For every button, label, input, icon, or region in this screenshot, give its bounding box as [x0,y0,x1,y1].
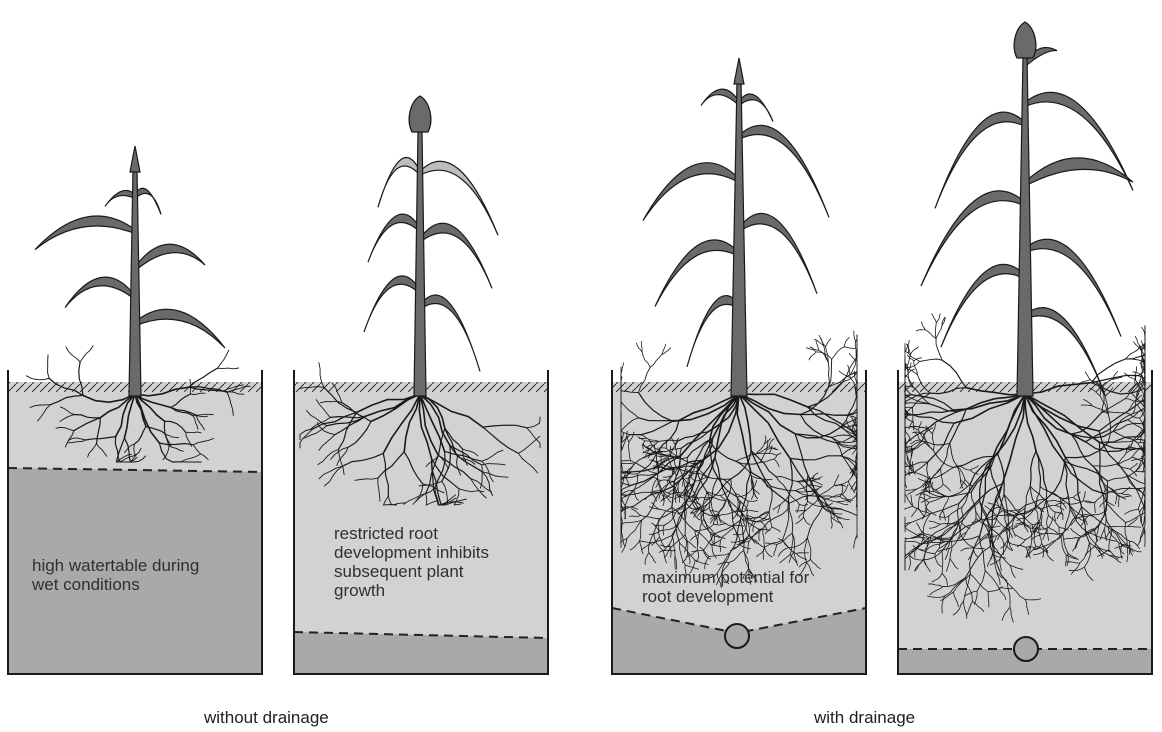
root [1136,367,1137,380]
leaf [65,277,135,307]
root [658,456,666,457]
root [916,330,925,331]
root [810,347,819,350]
grain-head [409,96,431,132]
leaf [420,295,480,371]
root [920,359,943,362]
root [908,345,909,354]
label-line: restricted root [334,524,489,543]
growing-tip [130,146,140,172]
root [844,338,849,347]
leaf [701,89,739,105]
label-line: wet conditions [32,575,199,594]
leaf [643,163,739,221]
drain-pipe [1014,637,1038,661]
root [66,347,80,362]
root [816,341,819,350]
stem [129,168,141,396]
panel-3-label: maximum potential for root development [642,568,809,606]
root [921,322,925,330]
root [849,353,855,360]
root [907,362,919,368]
root [806,348,816,352]
root [855,341,856,358]
root [218,368,239,369]
root [932,314,937,323]
root [663,550,675,551]
caption-with-drainage: with drainage [814,708,915,728]
root [26,376,49,380]
leaf [420,223,492,288]
panel-2-label: restricted root development inhibits sub… [334,524,489,600]
panel-high-watertable [8,370,262,674]
root [218,350,229,368]
grain-head [1014,22,1036,58]
leaf [739,94,773,122]
caption-without-drainage: without drainage [204,708,329,728]
label-line: growth [334,581,489,600]
root [809,352,816,360]
root [925,330,936,339]
label-line: maximum potential for [642,568,809,587]
yellowed-leaf [420,161,498,235]
root [1142,327,1145,338]
root [1085,372,1090,380]
root [839,371,850,378]
root [911,347,919,354]
root [1135,336,1142,348]
root [826,339,831,347]
stem [731,80,747,396]
label-line: high watertable during [32,556,199,575]
leaf [739,213,817,293]
root [936,338,942,360]
leaf [135,244,205,271]
root [1005,516,1014,517]
root [816,352,832,359]
root [641,341,642,352]
label-line: development inhibits [334,543,489,562]
root [80,346,93,362]
panel-full-growth [898,370,1152,674]
root [650,354,662,367]
root [936,326,942,339]
stem [1017,56,1033,396]
leaf [368,214,420,262]
root [936,314,940,323]
panel-1-label: high watertable during wet conditions [32,556,199,594]
panel-restricted-roots [294,370,548,674]
root [1081,380,1090,383]
leaf [1025,239,1121,336]
leaf [1025,158,1133,186]
leaf [105,190,135,206]
label-line: subsequent plant [334,562,489,581]
label-line: root development [642,587,809,606]
leaf [35,216,135,250]
leaf [739,125,829,217]
leaf [364,276,420,332]
leaf [135,188,161,214]
yellowed-leaf [378,158,420,208]
root [642,352,650,367]
drain-pipe [725,624,749,648]
leaf [135,309,225,348]
root [1125,373,1136,380]
growing-tip [734,58,744,84]
root [48,355,50,379]
saturated-zone [294,632,548,674]
leaf [941,264,1025,347]
root [854,331,856,341]
root [832,347,844,359]
root [935,323,936,339]
root [844,347,855,349]
